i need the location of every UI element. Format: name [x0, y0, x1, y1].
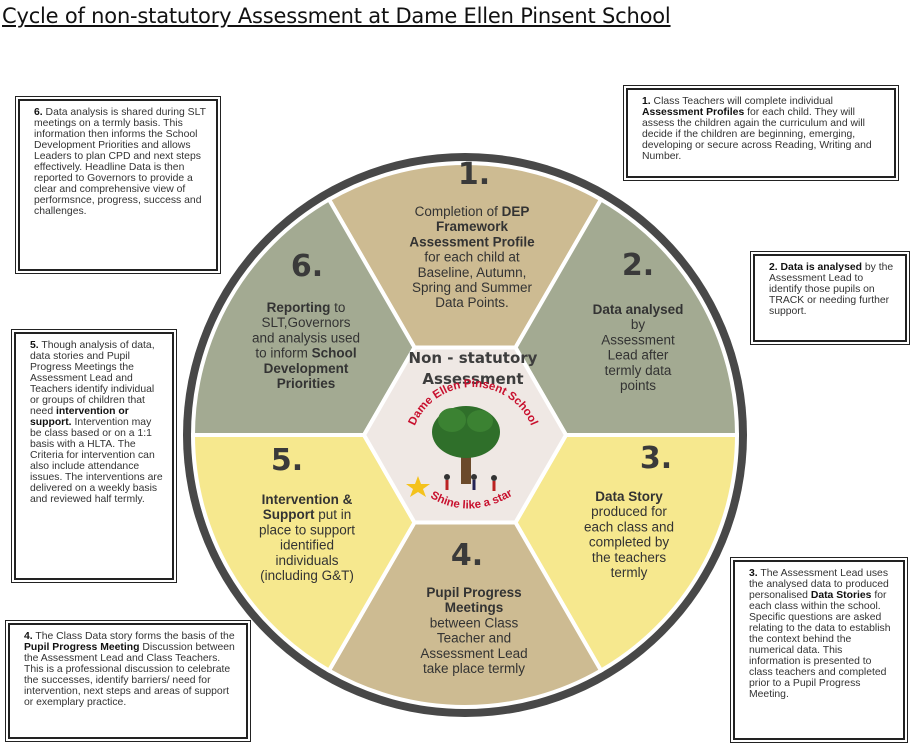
segment-4-line: between Class [430, 615, 519, 630]
note-box-3: 3. The Assessment Lead uses the analysed… [730, 557, 908, 743]
tree-trunk [461, 444, 471, 484]
segment-3-line: the teachers [592, 550, 667, 565]
note-box-6: 6. Data analysis is shared during SLT me… [15, 96, 221, 274]
note-box-2: 2. Data is analysed by the Assessment Le… [750, 251, 910, 345]
segment-1-line: Data Points. [435, 295, 509, 310]
segment-2-line: Lead after [608, 348, 669, 363]
segment-6-line: SLT,Governors [261, 315, 350, 330]
children-figures [444, 474, 497, 491]
center-title-line2: Assessment [422, 370, 523, 388]
segment-5 [190, 433, 417, 674]
note-box-5: 5. Though analysis of data, data stories… [11, 329, 177, 583]
note-box-1-text: 1. Class Teachers will complete individu… [642, 96, 872, 163]
segment-3 [513, 433, 740, 674]
segment-5-line: identified [280, 538, 334, 553]
segment-3-line: each class and [584, 519, 674, 534]
segment-1-line: Framework [436, 219, 509, 234]
note-box-4-text: 4. The Class Data story forms the basis … [24, 631, 235, 709]
segment-5-line: Support put in [263, 507, 352, 522]
segment-3-line: Data Story [595, 489, 663, 504]
segment-4-line: Assessment Lead [420, 646, 527, 661]
segment-6-line: and analysis used [252, 330, 360, 345]
segment-1-line: Assessment Profile [409, 234, 535, 249]
segment-6-line: Reporting to [267, 300, 346, 315]
note-box-6-text: 6. Data analysis is shared during SLT me… [34, 107, 206, 218]
segment-6-line: to inform School [255, 346, 356, 361]
segment-3-line: produced for [591, 504, 667, 519]
segment-2-line: points [620, 378, 656, 393]
segment-5-number: 5. [271, 443, 303, 478]
segment-5-line: Intervention & [262, 492, 353, 507]
segment-2-line: by [631, 317, 646, 332]
segment-3-line: completed by [589, 535, 670, 550]
segment-1-line: Baseline, Autumn, [418, 265, 527, 280]
segment-5-line: individuals [275, 553, 338, 568]
segment-1-line: Spring and Summer [412, 280, 533, 295]
segment-6-number: 6. [291, 249, 323, 284]
segment-2-number: 2. [622, 248, 654, 283]
note-box-3-text: 3. The Assessment Lead uses the analysed… [749, 568, 891, 701]
segment-5-line: place to support [259, 522, 355, 537]
segment-4-line: Pupil Progress [426, 585, 521, 600]
segment-1-number: 1. [458, 157, 490, 192]
segment-5-line: (including G&T) [260, 568, 354, 583]
note-box-1: 1. Class Teachers will complete individu… [623, 85, 899, 181]
segment-1 [326, 161, 604, 350]
note-box-5-text: 5. Though analysis of data, data stories… [30, 340, 163, 506]
star-icon [406, 476, 430, 497]
segment-2 [513, 196, 740, 437]
segment-6-line: Priorities [277, 376, 336, 391]
segment-4 [326, 520, 604, 709]
segment-2-line: Data analysed [593, 302, 684, 317]
segment-1-line: for each child at [424, 250, 520, 265]
segment-6-line: Development [264, 361, 349, 376]
segment-4-line: Teacher and [437, 631, 511, 646]
segment-4-number: 4. [451, 538, 483, 573]
note-box-2-text: 2. Data is analysed by the Assessment Le… [769, 262, 894, 318]
segment-3-number: 3. [640, 441, 672, 476]
segment-2-line: termly data [605, 363, 672, 378]
segment-3-line: termly [611, 565, 648, 580]
note-box-4: 4. The Class Data story forms the basis … [5, 620, 251, 742]
center-title-line1: Non - statutory [409, 349, 538, 367]
segment-6 [190, 196, 417, 437]
segment-4-line: take place termly [423, 661, 525, 676]
segment-2-line: Assessment [601, 332, 675, 347]
segment-1-line: Completion of DEP [415, 204, 530, 219]
segment-4-line: Meetings [445, 600, 504, 615]
page-title: Cycle of non-statutory Assessment at Dam… [2, 4, 671, 28]
